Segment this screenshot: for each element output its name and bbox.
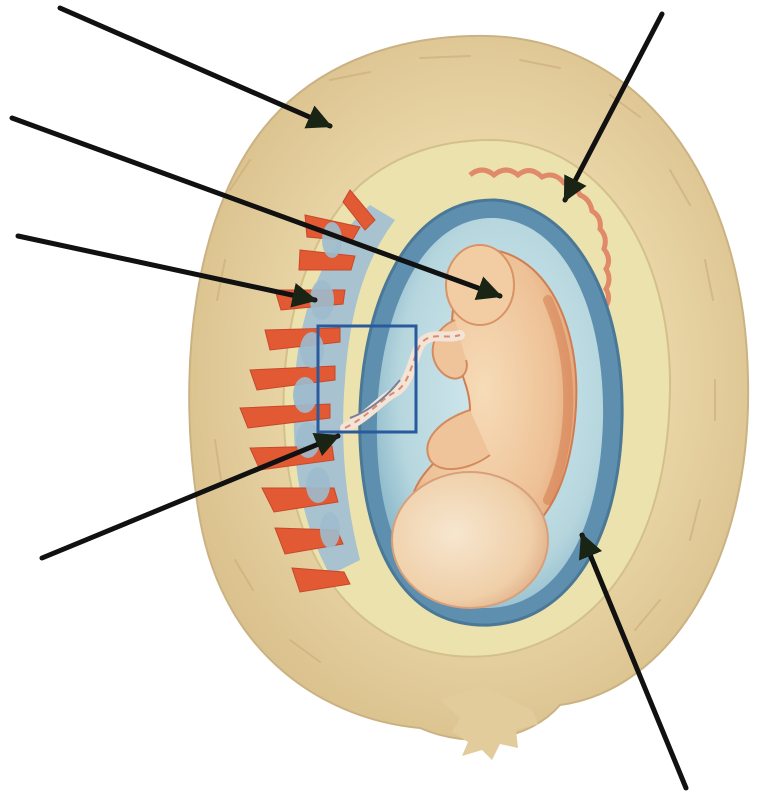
fetus-head [392, 472, 548, 608]
arrow-uterine-wall [60, 8, 330, 126]
